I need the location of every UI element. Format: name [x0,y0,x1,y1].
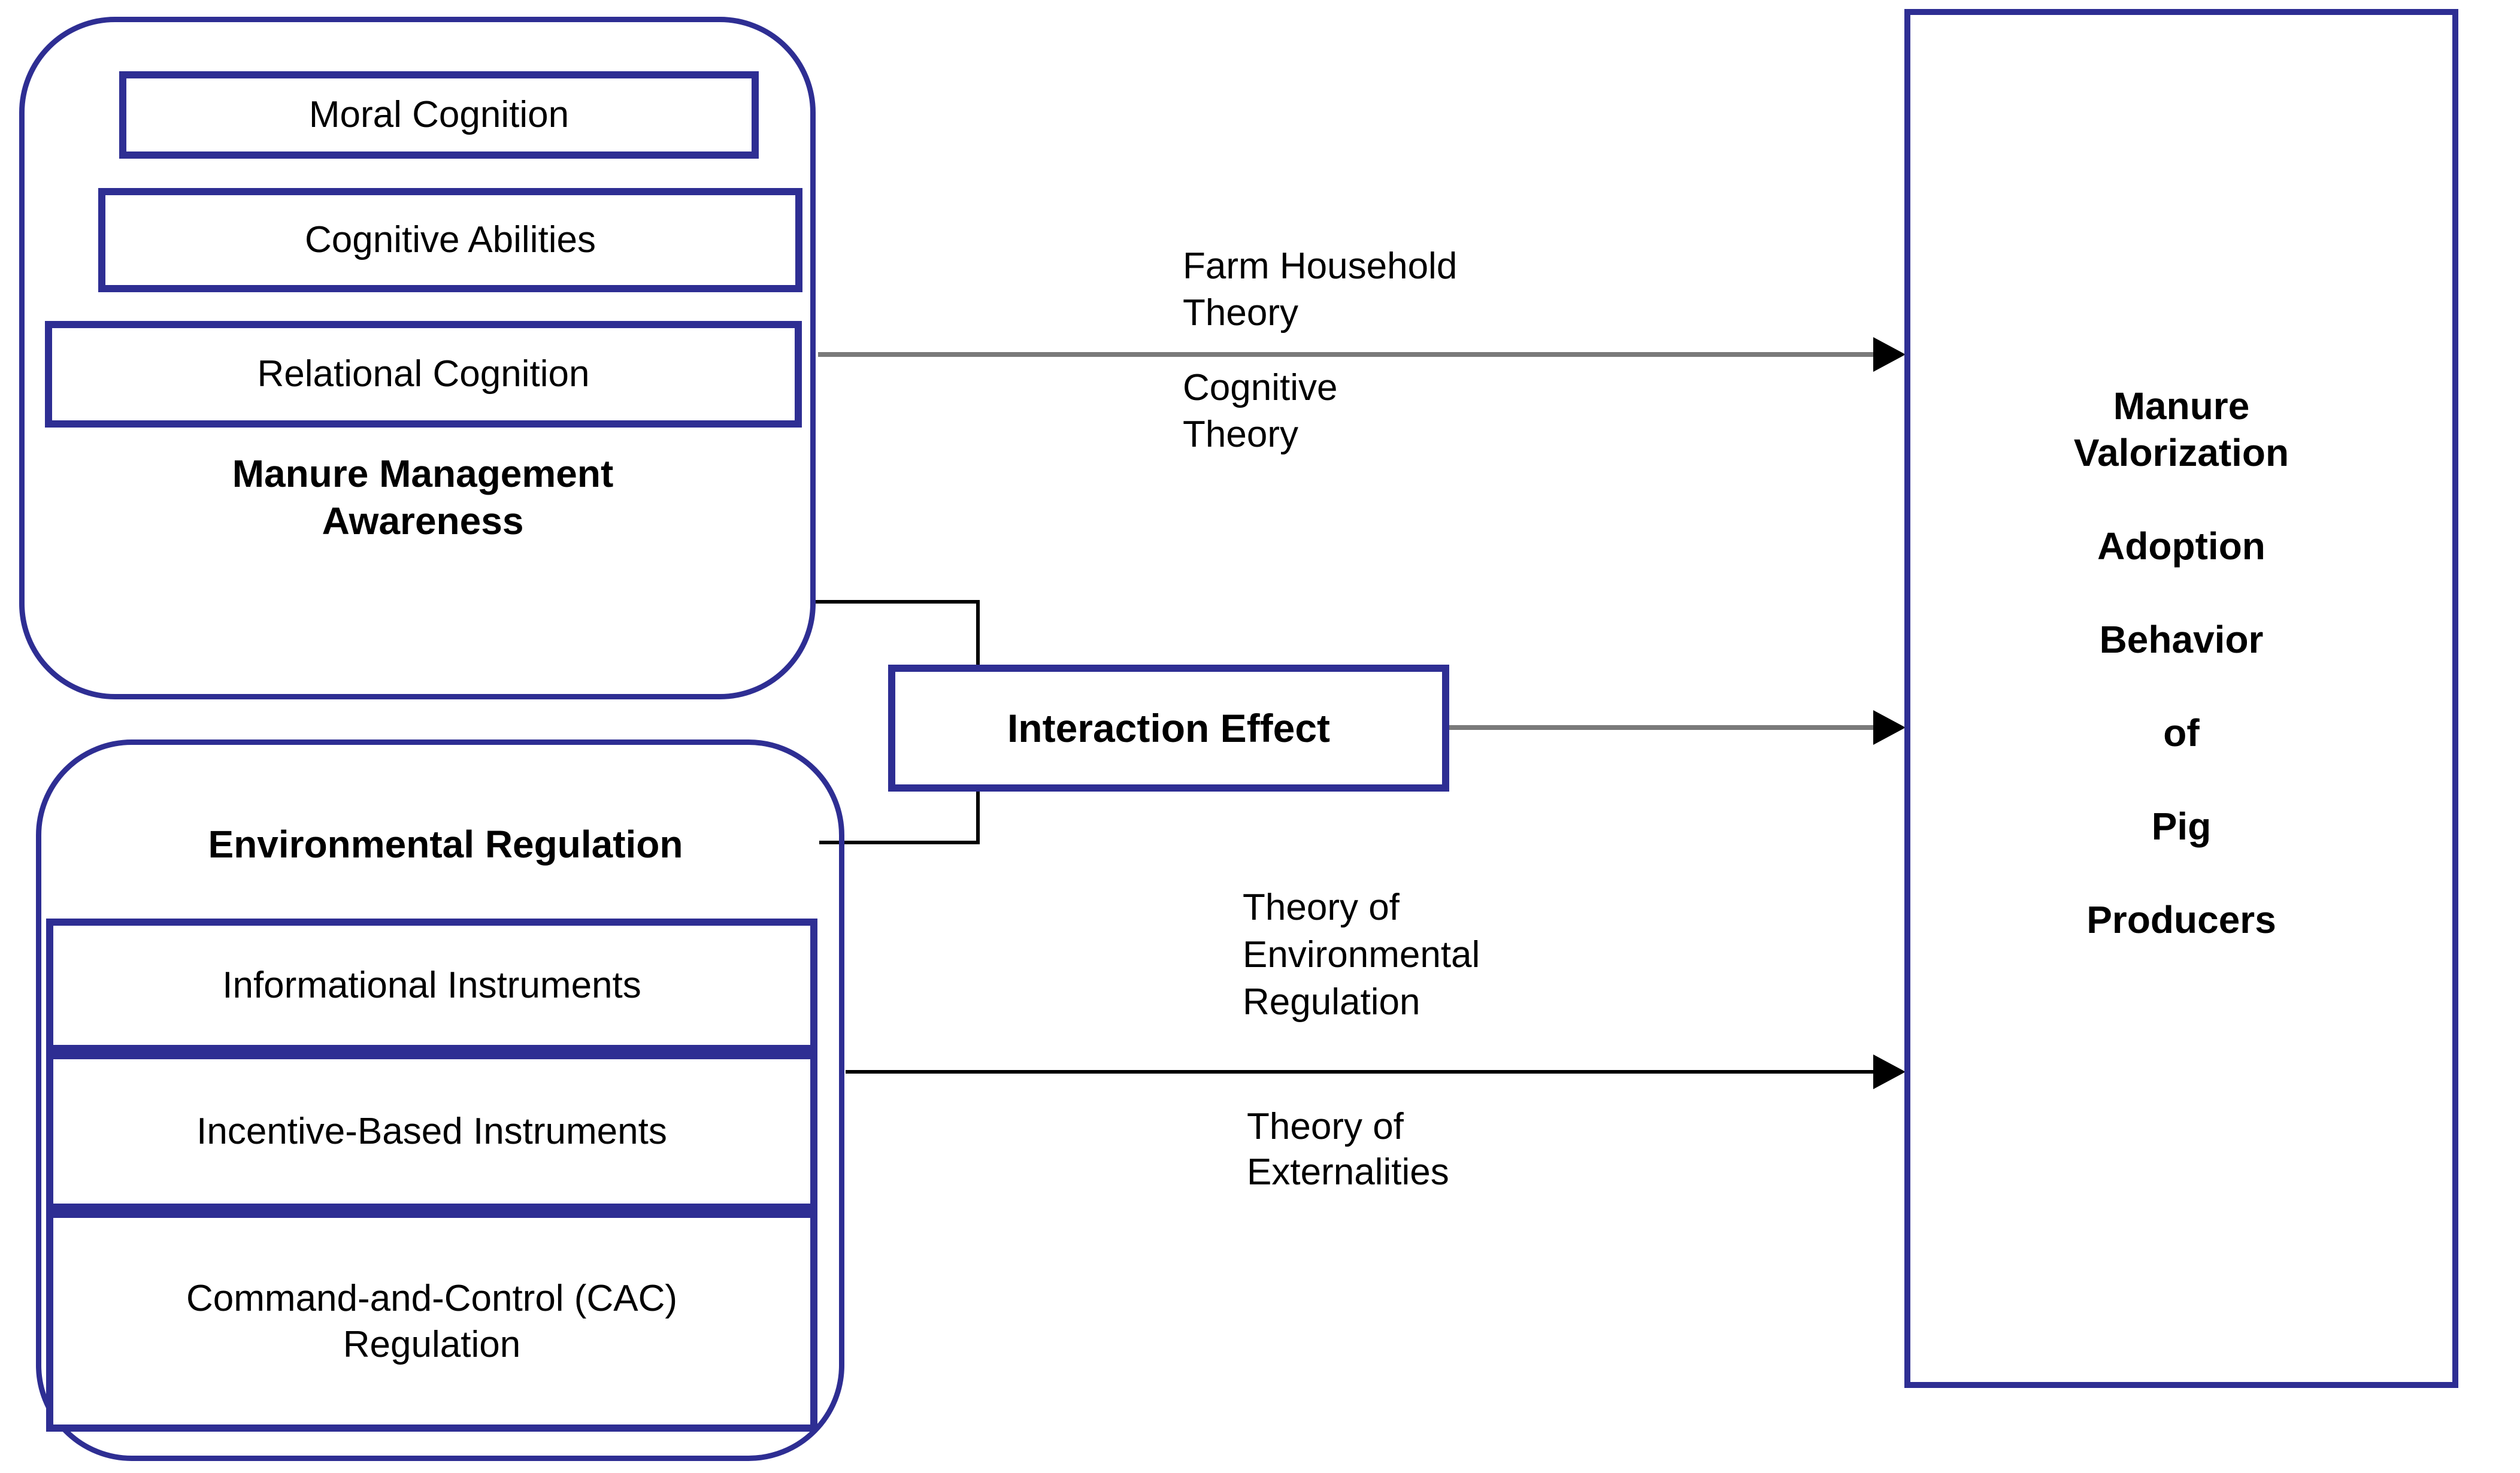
outcome-text: Manure Valorization Adoption Behavior of… [1904,383,2458,943]
arrow-interaction-head [1873,710,1906,745]
cognitive-theory-line2: Theory [1183,414,1298,455]
farm-household-theory-line2: Theory [1183,292,1298,334]
externalities-theory-line2: Externalities [1247,1151,1449,1193]
arrow-regulation-head [1873,1054,1906,1089]
incentive-based-instruments-label: Incentive-Based Instruments [196,1110,667,1152]
cac-regulation-box: Command-and-Control (CAC) Regulation [46,1211,817,1432]
interaction-effect-label: Interaction Effect [1007,706,1331,750]
farm-household-theory-label: Farm Household Theory [1183,243,1457,337]
outcome-line-4: Behavior [2099,618,2264,661]
moral-cognition-label: Moral Cognition [308,94,570,135]
outcome-line-5: of [2163,711,2200,754]
externalities-theory-line1: Theory of [1247,1106,1404,1147]
outcome-line-1: Manure [2113,384,2250,428]
interaction-effect-box: Interaction Effect [888,665,1449,792]
relational-cognition-label: Relational Cognition [257,353,590,395]
cognitive-theory-line1: Cognitive [1183,367,1338,408]
env-regulation-theory-line1: Theory of [1243,887,1400,928]
incentive-based-instruments-box: Incentive-Based Instruments [46,1052,817,1211]
externalities-theory-label: Theory of Externalities [1247,1104,1449,1195]
moral-cognition-box: Moral Cognition [119,71,759,159]
arrow-farm-household-head [1873,337,1906,372]
cognitive-theory-label: Cognitive Theory [1183,365,1337,458]
relational-cognition-box: Relational Cognition [45,321,802,428]
manure-awareness-group: Moral Cognition Cognitive Abilities Rela… [19,17,816,699]
env-regulation-theory-line3: Regulation [1243,981,1420,1023]
env-regulation-theory-line2: Environmental [1243,934,1480,975]
cac-regulation-label-line2: Regulation [343,1323,521,1365]
informational-instruments-label: Informational Instruments [222,964,641,1006]
manure-awareness-label-line2: Awareness [322,499,524,542]
outcome-box [1904,9,2458,1388]
outcome-line-7: Producers [2086,898,2276,941]
cognitive-abilities-label: Cognitive Abilities [305,219,596,260]
outcome-line-2: Valorization [2073,431,2289,474]
outcome-line-6: Pig [2151,805,2212,848]
environmental-regulation-group: Environmental Regulation Informational I… [36,739,844,1461]
env-regulation-theory-label: Theory of Environmental Regulation [1243,884,1480,1026]
cac-regulation-label-line1: Command-and-Control (CAC) [186,1277,678,1319]
manure-awareness-label: Manure Management Awareness [84,450,761,545]
cognitive-abilities-box: Cognitive Abilities [98,188,802,292]
farm-household-theory-line1: Farm Household [1183,246,1458,287]
environmental-regulation-heading: Environmental Regulation [208,823,683,866]
outcome-line-3: Adoption [2097,525,2265,568]
manure-awareness-label-line1: Manure Management [232,452,614,495]
informational-instruments-box: Informational Instruments [46,919,817,1052]
